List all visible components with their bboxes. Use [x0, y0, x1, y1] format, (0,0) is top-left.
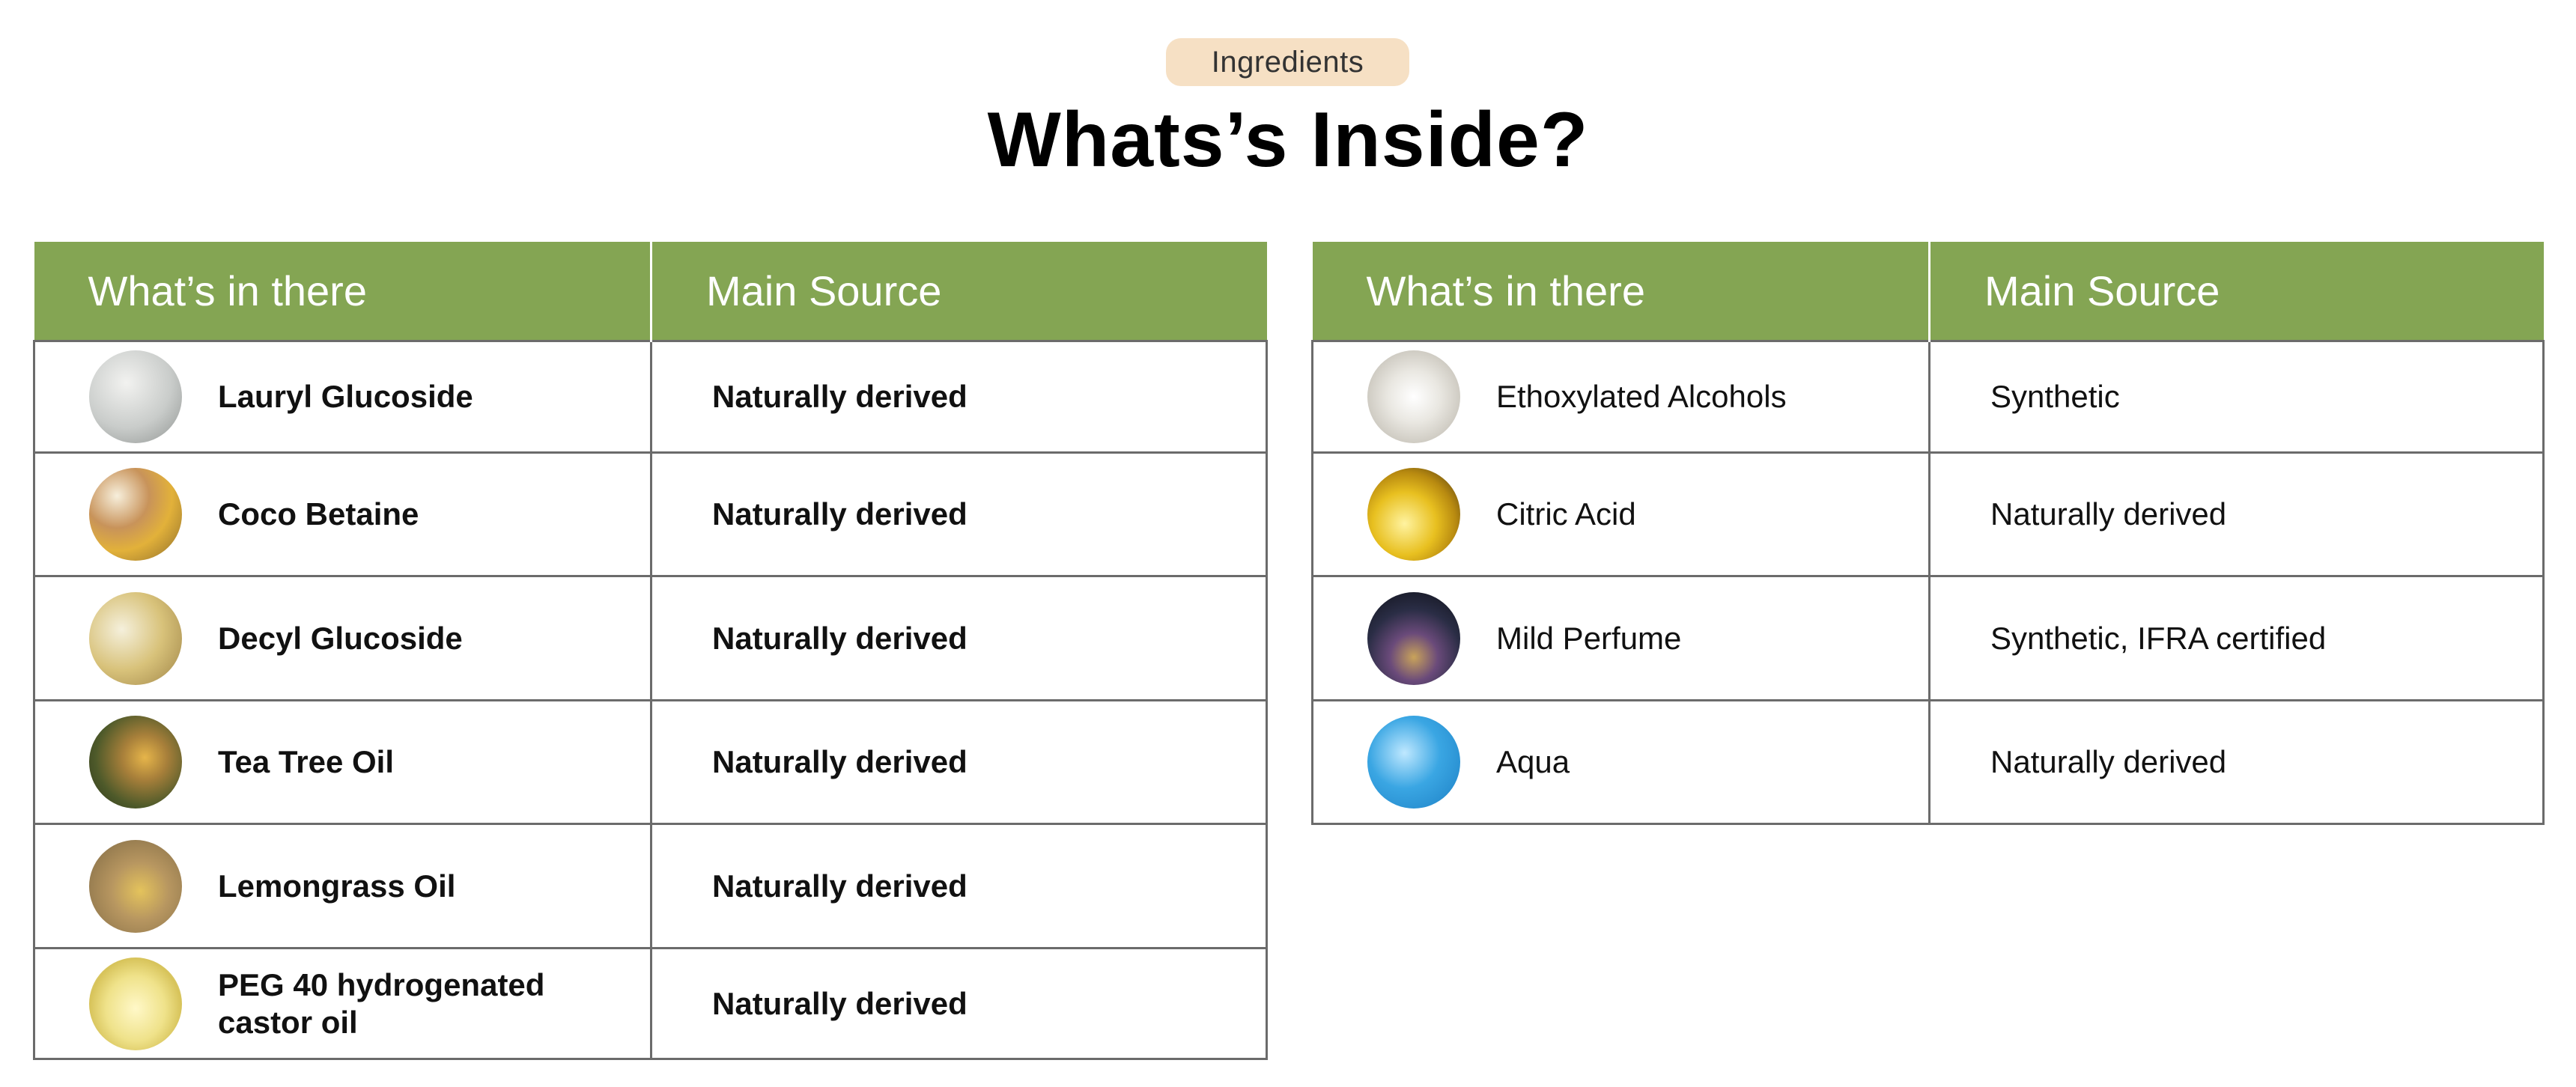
ingredients-table-left: What’s in there Main Source Lauryl Gluco… [33, 240, 1268, 1060]
decyl-glucoside-thumbnail [89, 591, 182, 685]
page-title: Whats’s Inside? [987, 97, 1589, 183]
ingredient-name: PEG 40 hydrogenated castor oil [218, 966, 545, 1040]
ingredient-name: Citric Acid [1496, 496, 1636, 532]
ingredient-source: Synthetic [1990, 379, 2120, 414]
alcohol-bottle-thumbnail [1367, 350, 1460, 443]
water-thumbnail [1367, 716, 1460, 809]
ingredient-name: Tea Tree Oil [218, 744, 394, 779]
ingredient-name: Decyl Glucoside [218, 620, 463, 656]
castor-oil-thumbnail [89, 957, 182, 1050]
ingredient-name: Ethoxylated Alcohols [1496, 379, 1787, 414]
ingredient-name: Lauryl Glucoside [218, 379, 473, 414]
coconut-oil-thumbnail [89, 468, 182, 561]
ingredient-source: Naturally derived [712, 379, 967, 414]
column-header-ingredient: What’s in there [1312, 240, 1931, 341]
tea-tree-oil-thumbnail [89, 716, 182, 809]
column-header-source: Main Source [1928, 240, 2544, 341]
table-row: Lauryl Glucoside Naturally derived [33, 340, 1268, 454]
column-header-source: Main Source [650, 240, 1267, 341]
table-row: Aqua Naturally derived [1311, 699, 2545, 825]
ingredient-name: Aqua [1496, 744, 1570, 779]
ingredient-source: Synthetic, IFRA certified [1990, 620, 2327, 656]
ingredient-name: Coco Betaine [218, 496, 419, 532]
table-row: Decyl Glucoside Naturally derived [33, 575, 1268, 701]
lauryl-glucoside-thumbnail [89, 350, 182, 443]
ingredient-source: Naturally derived [712, 868, 967, 904]
lemongrass-oil-thumbnail [89, 839, 182, 933]
table-row: Tea Tree Oil Naturally derived [33, 699, 1268, 825]
table-row: Ethoxylated Alcohols Synthetic [1311, 340, 2545, 454]
ingredients-badge: Ingredients [1166, 38, 1409, 86]
table-row: PEG 40 hydrogenated castor oil Naturally… [33, 947, 1268, 1060]
table-row: Citric Acid Naturally derived [1311, 451, 2545, 577]
table-row: Mild Perfume Synthetic, IFRA certified [1311, 575, 2545, 701]
ingredients-table-right: What’s in there Main Source Ethoxylated … [1311, 240, 2545, 825]
lemon-thumbnail [1367, 468, 1460, 561]
table-row: Coco Betaine Naturally derived [33, 451, 1268, 577]
perfume-thumbnail [1367, 591, 1460, 685]
ingredient-source: Naturally derived [712, 985, 967, 1021]
table-row: Lemongrass Oil Naturally derived [33, 823, 1268, 949]
ingredient-source: Naturally derived [712, 744, 967, 779]
ingredient-source: Naturally derived [1990, 496, 2227, 532]
ingredient-source: Naturally derived [1990, 744, 2227, 779]
ingredient-name: Lemongrass Oil [218, 868, 456, 904]
ingredient-source: Naturally derived [712, 496, 967, 532]
column-header-ingredient: What’s in there [34, 240, 652, 341]
ingredient-source: Naturally derived [712, 620, 967, 656]
ingredient-name: Mild Perfume [1496, 620, 1682, 656]
